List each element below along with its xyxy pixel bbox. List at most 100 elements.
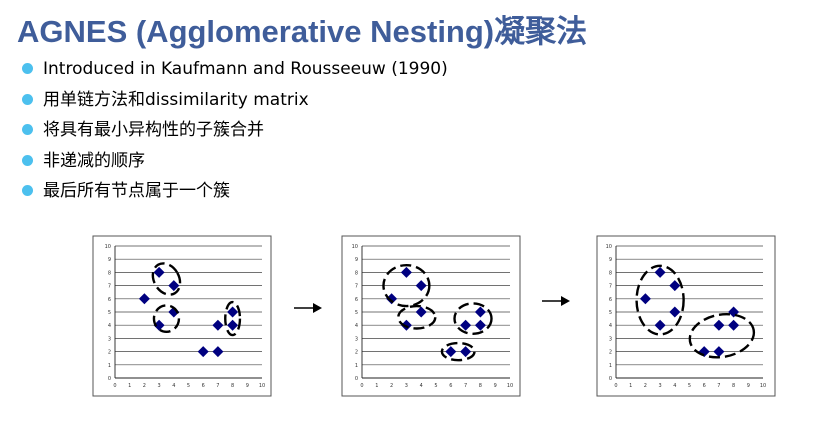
data-point — [445, 346, 457, 358]
bullet-dot-icon — [22, 63, 33, 74]
x-tick-label: 4 — [673, 383, 676, 389]
y-tick-label: 2 — [355, 350, 358, 356]
data-point — [227, 306, 239, 318]
y-tick-label: 10 — [606, 244, 612, 250]
data-point — [168, 280, 180, 292]
data-point — [153, 319, 165, 331]
bullet-item: Introduced in Kaufmann and Rousseeuw (19… — [22, 54, 448, 85]
y-tick-label: 4 — [355, 323, 358, 329]
bullet-list: Introduced in Kaufmann and Rousseeuw (19… — [22, 54, 448, 207]
bullet-text: 将具有最小异构性的子簇合并 — [43, 120, 264, 140]
data-point — [713, 346, 725, 358]
y-tick-label: 1 — [355, 363, 358, 369]
y-tick-label: 8 — [355, 270, 358, 276]
x-tick-label: 1 — [629, 383, 632, 389]
cluster-ellipse — [440, 341, 476, 362]
y-tick-label: 1 — [609, 363, 612, 369]
bullet-dot-icon — [22, 93, 33, 105]
right-arrow-icon — [294, 303, 322, 313]
cluster-ellipse — [397, 304, 437, 330]
x-tick-label: 9 — [494, 383, 497, 389]
x-tick-label: 2 — [644, 383, 647, 389]
data-point — [415, 280, 427, 292]
data-point — [654, 319, 666, 331]
plot-frame — [92, 235, 272, 397]
y-tick-label: 9 — [609, 257, 612, 263]
data-point — [474, 306, 486, 318]
y-tick-label: 1 — [108, 363, 111, 369]
x-tick-label: 4 — [420, 383, 423, 389]
data-point — [212, 319, 224, 331]
x-tick-label: 5 — [434, 383, 437, 389]
x-tick-label: 9 — [246, 383, 249, 389]
x-tick-label: 5 — [187, 383, 190, 389]
data-point — [474, 319, 486, 331]
y-tick-label: 5 — [108, 310, 111, 316]
bullet-text: 最后所有节点属于一个簇 — [43, 181, 230, 201]
y-tick-label: 6 — [609, 297, 612, 303]
data-point — [654, 266, 666, 278]
y-tick-label: 7 — [108, 284, 111, 290]
y-tick-label: 2 — [609, 350, 612, 356]
x-tick-label: 4 — [172, 383, 175, 389]
data-point — [639, 293, 651, 305]
x-tick-label: 7 — [216, 383, 219, 389]
y-tick-label: 7 — [609, 284, 612, 290]
x-tick-label: 9 — [747, 383, 750, 389]
x-tick-label: 10 — [760, 383, 766, 389]
y-tick-label: 4 — [609, 323, 612, 329]
x-tick-label: 10 — [507, 383, 513, 389]
plot-frame — [596, 235, 776, 397]
x-tick-label: 5 — [688, 383, 691, 389]
cluster-ellipse — [688, 313, 756, 359]
bullet-text: Introduced in Kaufmann and Rousseeuw (19… — [43, 59, 448, 79]
y-tick-label: 4 — [108, 323, 111, 329]
x-tick-label: 7 — [717, 383, 720, 389]
x-tick-label: 10 — [259, 383, 265, 389]
data-point — [713, 319, 725, 331]
bullet-item: 将具有最小异构性的子簇合并 — [22, 115, 448, 146]
y-tick-label: 8 — [609, 270, 612, 276]
plot-frame — [341, 235, 521, 397]
y-tick-label: 3 — [609, 336, 612, 342]
y-tick-label: 9 — [355, 257, 358, 263]
bullet-item: 用单链方法和dissimilarity matrix — [22, 85, 448, 116]
y-tick-label: 8 — [108, 270, 111, 276]
y-tick-label: 3 — [108, 336, 111, 342]
x-tick-label: 0 — [360, 383, 363, 389]
x-tick-label: 0 — [614, 383, 617, 389]
y-tick-label: 5 — [355, 310, 358, 316]
x-tick-label: 3 — [405, 383, 408, 389]
x-tick-label: 0 — [113, 383, 116, 389]
x-tick-label: 2 — [390, 383, 393, 389]
y-tick-label: 3 — [355, 336, 358, 342]
data-point — [669, 280, 681, 292]
bullet-item: 最后所有节点属于一个簇 — [22, 176, 448, 207]
bullet-dot-icon — [22, 124, 33, 135]
y-tick-label: 2 — [108, 350, 111, 356]
y-tick-label: 0 — [609, 376, 612, 382]
cluster-ellipse — [453, 302, 493, 335]
cluster-ellipse — [635, 264, 685, 336]
x-tick-label: 3 — [158, 383, 161, 389]
x-tick-label: 6 — [202, 383, 205, 389]
x-tick-label: 1 — [375, 383, 378, 389]
bullet-text: 非递减的顺序 — [43, 150, 145, 171]
y-tick-label: 5 — [609, 310, 612, 316]
x-tick-label: 2 — [143, 383, 146, 389]
x-tick-label: 6 — [703, 383, 706, 389]
cluster-ellipse — [152, 304, 181, 333]
data-point — [460, 319, 472, 331]
slide-title: AGNES (Agglomerative Nesting)凝聚法 — [17, 14, 588, 49]
x-tick-label: 8 — [479, 383, 482, 389]
y-tick-label: 6 — [355, 297, 358, 303]
cluster-ellipse — [224, 300, 242, 337]
x-tick-label: 1 — [128, 383, 131, 389]
bullet-item: 非递减的顺序 — [22, 146, 448, 177]
bullet-dot-icon — [22, 154, 33, 166]
y-tick-label: 7 — [355, 284, 358, 290]
data-point — [197, 346, 209, 358]
